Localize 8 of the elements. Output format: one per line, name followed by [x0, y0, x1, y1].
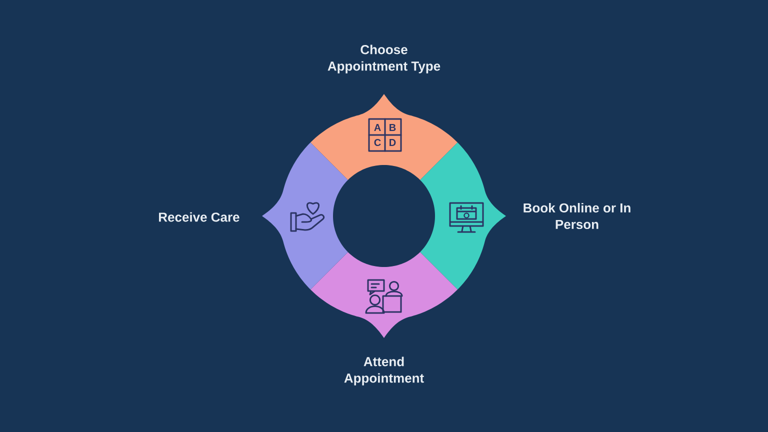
grid-letter: B	[390, 124, 396, 131]
grid-letter: A	[374, 124, 381, 131]
step-label: Receive Care	[159, 212, 240, 222]
step-label: Attend Appointment	[344, 356, 424, 386]
grid-letter: D	[390, 139, 396, 146]
grid-letter: C	[374, 138, 381, 146]
step-label: Book Online or In Person	[524, 202, 630, 230]
step-label: Choose Appointment Type	[328, 44, 440, 74]
